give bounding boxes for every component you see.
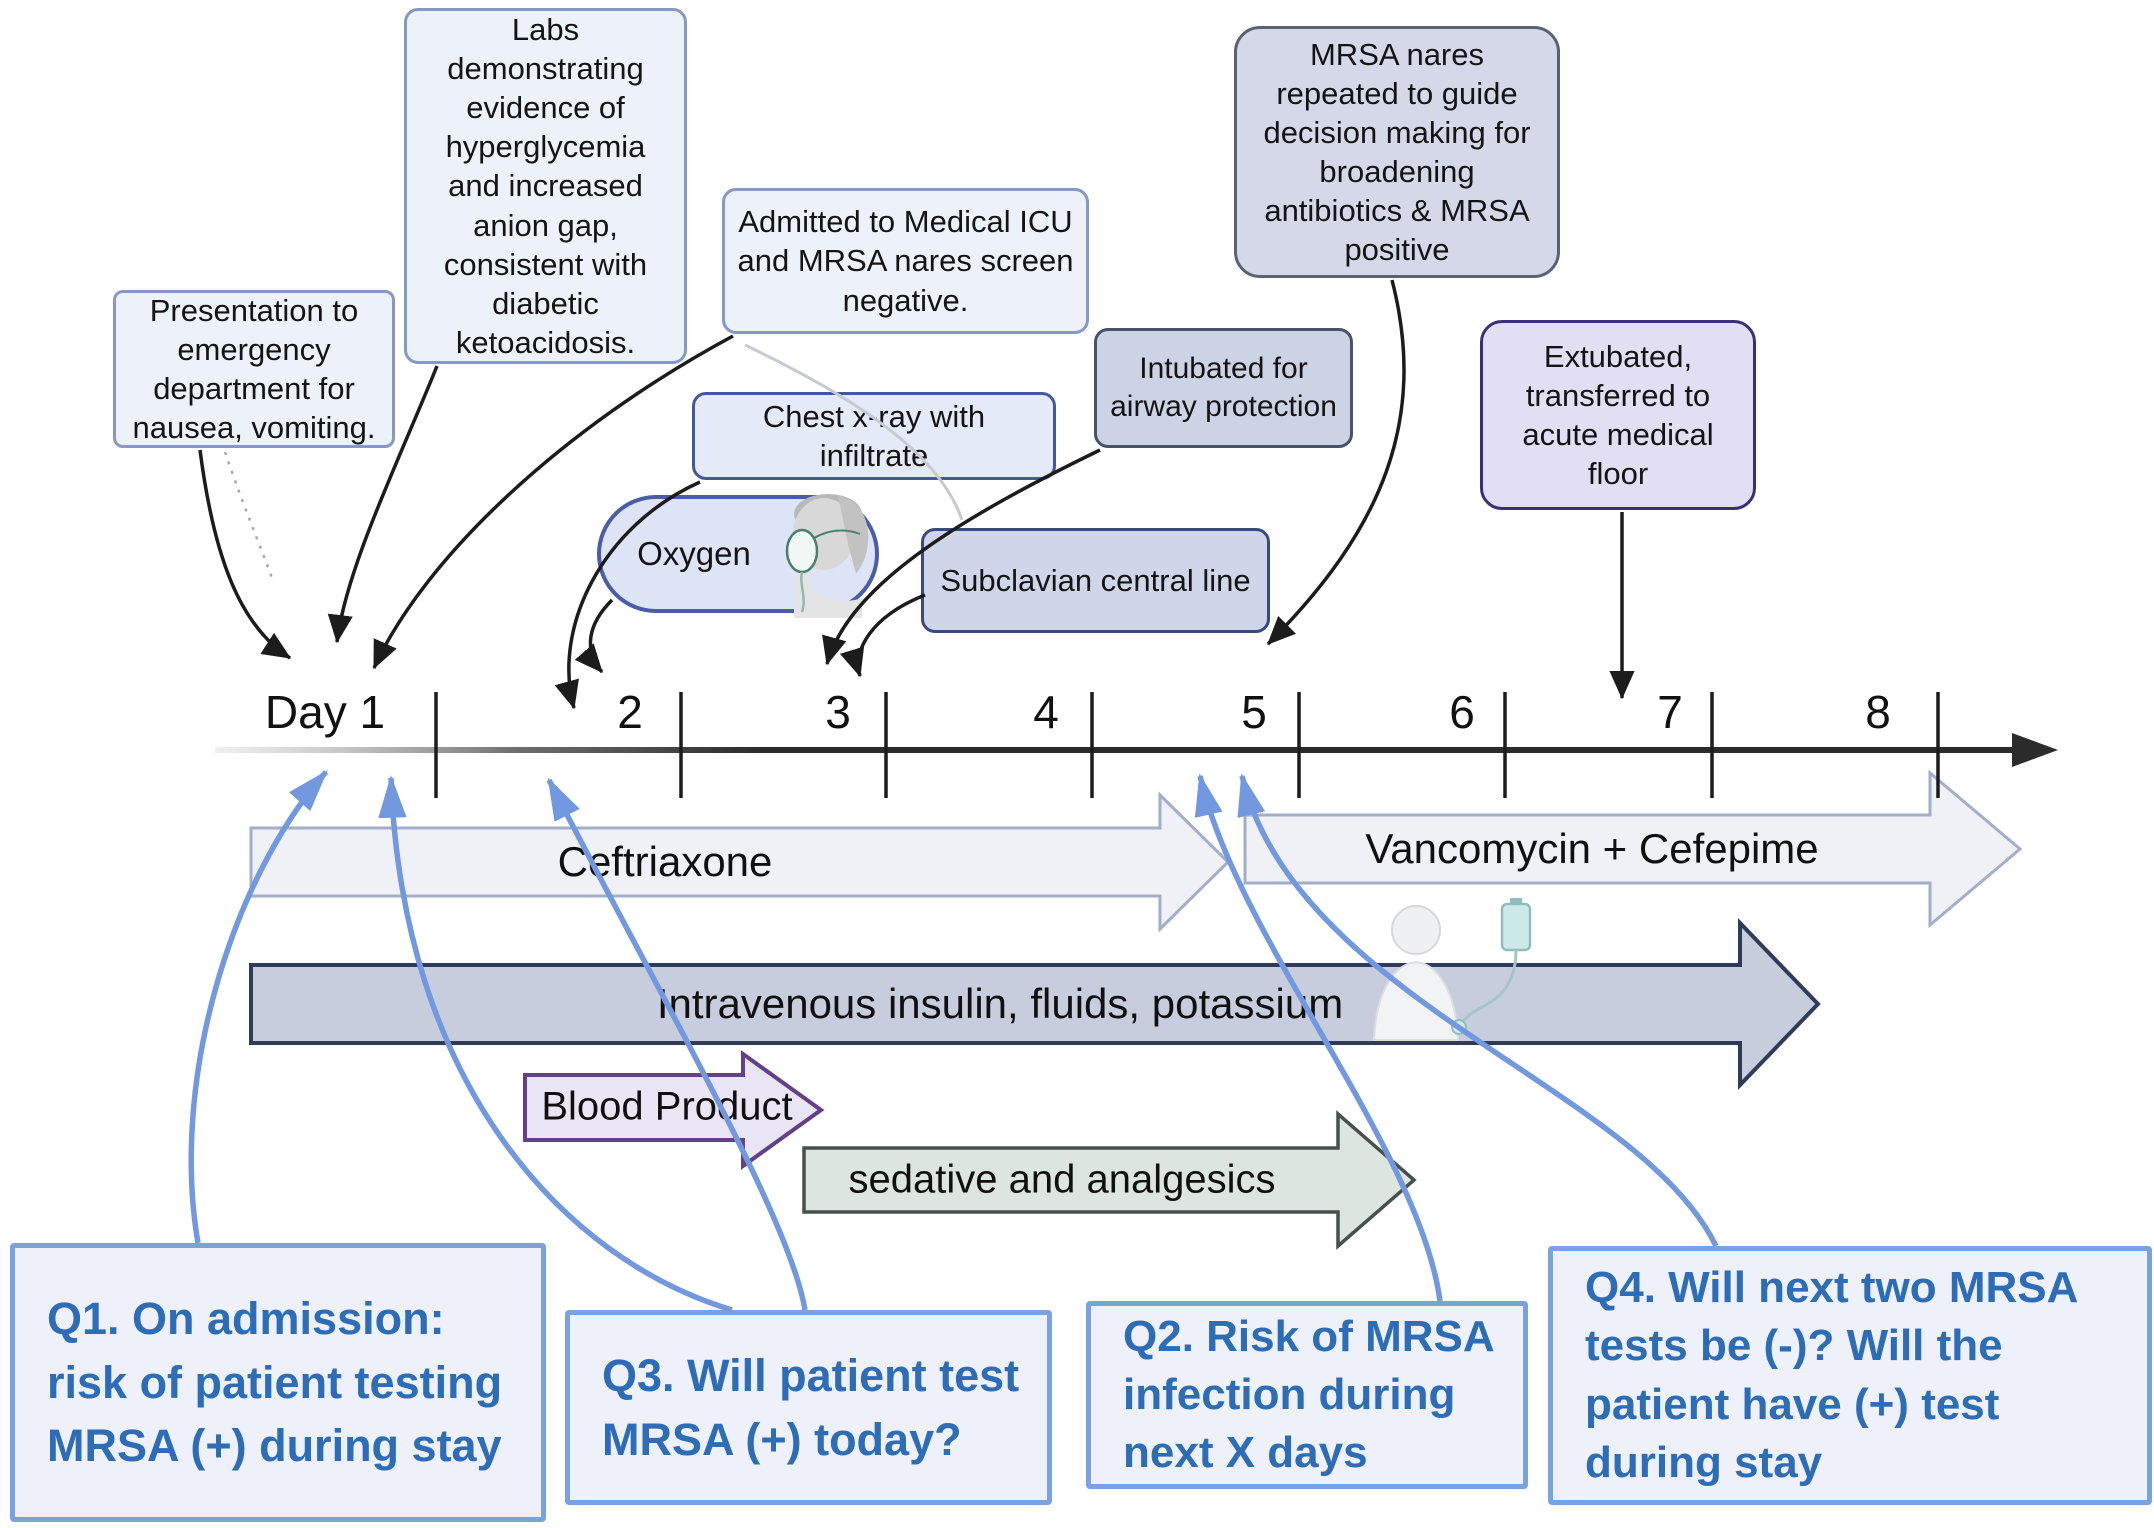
callout-presentation-text: Presentation to emergency department for… [132, 292, 376, 446]
question-box-q3: Q3. Will patient test MRSA (+) today? [565, 1310, 1052, 1505]
day-label-7: 7 [1657, 686, 1683, 738]
day-label-3: 3 [825, 686, 851, 738]
question-box-q4: Q4. Will next two MRSA tests be (-)? Wil… [1548, 1246, 2152, 1505]
callout-extubated-text: Extubated, transferred to acute medical … [1522, 338, 1714, 492]
callout-extubated: Extubated, transferred to acute medical … [1480, 320, 1756, 510]
vancomycin-label: Vancomycin + Cefepime [1365, 825, 1819, 872]
ceftriaxone-label: Ceftriaxone [557, 838, 773, 885]
callout-oxygen-text: Oxygen [637, 535, 751, 573]
callout-mrsa-repeat-text: MRSA nares repeated to guide decision ma… [1263, 36, 1531, 268]
question-box-q2: Q2. Risk of MRSA infection during next X… [1086, 1301, 1528, 1489]
question-q1-text: Q1. On admission: risk of patient testin… [47, 1292, 503, 1472]
day-label-1: Day 1 [264, 686, 386, 738]
callout-admitted-text: Admitted to Medical ICU and MRSA nares s… [737, 204, 1074, 318]
day-label-4: 4 [1033, 686, 1059, 738]
question-q4-text: Q4. Will next two MRSA tests be (-)? Wil… [1585, 1263, 2079, 1487]
question-box-q1: Q1. On admission: risk of patient testin… [10, 1243, 546, 1522]
timeline-axis-arrowhead [2012, 733, 2058, 767]
day-label-5: 5 [1241, 686, 1267, 738]
day-label-8: 8 [1865, 686, 1891, 738]
timeline-axis [215, 747, 2017, 753]
callout-intubated: Intubated for airway protection [1094, 328, 1353, 448]
callout-intubated-text: Intubated for airway protection [1110, 352, 1337, 423]
callout-chest-xray: Chest x-ray with infiltrate [692, 392, 1056, 480]
question-q3-text: Q3. Will patient test MRSA (+) today? [602, 1349, 1020, 1465]
callout-labs: Labs demonstrating evidence of hyperglyc… [404, 8, 687, 364]
callout-presentation: Presentation to emergency department for… [113, 290, 395, 448]
callout-admitted: Admitted to Medical ICU and MRSA nares s… [722, 188, 1089, 334]
blood-product-label: Blood Product [541, 1084, 793, 1129]
callout-mrsa-repeat: MRSA nares repeated to guide decision ma… [1234, 26, 1560, 278]
day-label-2: 2 [617, 686, 643, 738]
callout-oxygen: Oxygen [597, 495, 879, 613]
callout-chest-xray-text: Chest x-ray with infiltrate [762, 398, 986, 473]
day-label-6: 6 [1449, 686, 1475, 738]
callout-subclavian: Subclavian central line [921, 528, 1270, 633]
callout-labs-text: Labs demonstrating evidence of hyperglyc… [443, 12, 648, 360]
question-q2-text: Q2. Risk of MRSA infection during next X… [1123, 1311, 1495, 1478]
sedative-label: sedative and analgesics [848, 1157, 1276, 1202]
insulin-label: Intravenous insulin, fluids, potassium [656, 980, 1344, 1027]
callout-subclavian-text: Subclavian central line [940, 562, 1251, 598]
